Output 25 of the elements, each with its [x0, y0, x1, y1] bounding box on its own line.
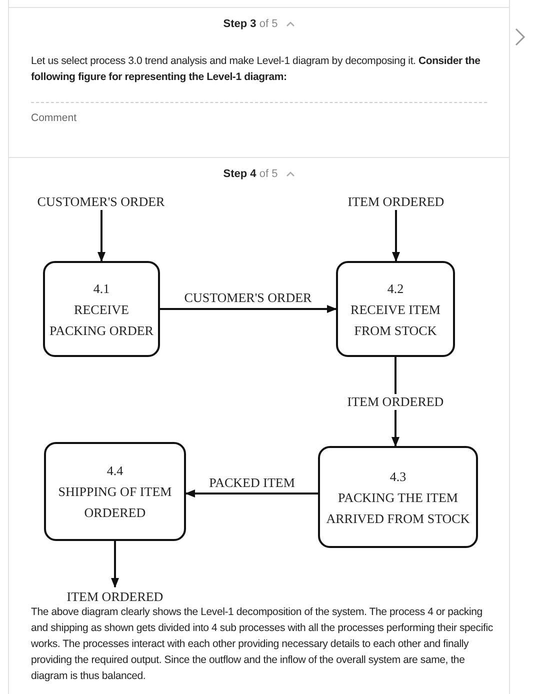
- process-number: 4.1: [93, 280, 110, 298]
- arrow: [160, 305, 337, 313]
- arrow: [111, 541, 119, 588]
- process-name: PACKING THE ITEM ARRIVED FROM STOCK: [325, 488, 471, 528]
- process-name: SHIPPING OF ITEM ORDERED: [57, 483, 173, 522]
- step-header: Step 4 of 5: [223, 167, 278, 182]
- paragraph: The above diagram clearly shows the Level-1 decomposition of the system. The process 4 or packing and shipping as shown gets divided into 4 sub processes with all the processes performing their specific works. The processes interact with each other providing necessary details to each other and finally providing the required output. Since the outflow and the inflow of the overall system are same, the diagram is thus balanced.: [31, 605, 494, 684]
- process-number: 4.3: [390, 468, 406, 486]
- process-box: [318, 446, 478, 548]
- arrow: [98, 210, 106, 262]
- arrow: [392, 210, 400, 262]
- process-box: [43, 261, 160, 357]
- process-name: RECEIVE PACKING ORDER: [48, 300, 154, 340]
- process-box: [44, 442, 186, 541]
- data-flow-label: CUSTOMER'S ORDER: [28, 192, 174, 210]
- data-flow-label: ITEM ORDERED: [56, 587, 174, 605]
- paragraph: Let us select process 3.0 trend analysis and make Level-1 diagram by decomposing it. Consider the following figure for representing the Level-1 diagram:: [31, 54, 482, 85]
- comment-link: Comment: [31, 111, 77, 126]
- process-number: 4.2: [387, 280, 404, 298]
- process-box: [336, 261, 455, 357]
- arrow: [185, 490, 318, 498]
- step-header: Step 3 of 5: [223, 17, 278, 32]
- process-name: RECEIVE ITEM FROM STOCK: [350, 300, 442, 340]
- process-number: 4.4: [106, 462, 124, 480]
- data-flow-label: ITEM ORDERED: [340, 192, 452, 210]
